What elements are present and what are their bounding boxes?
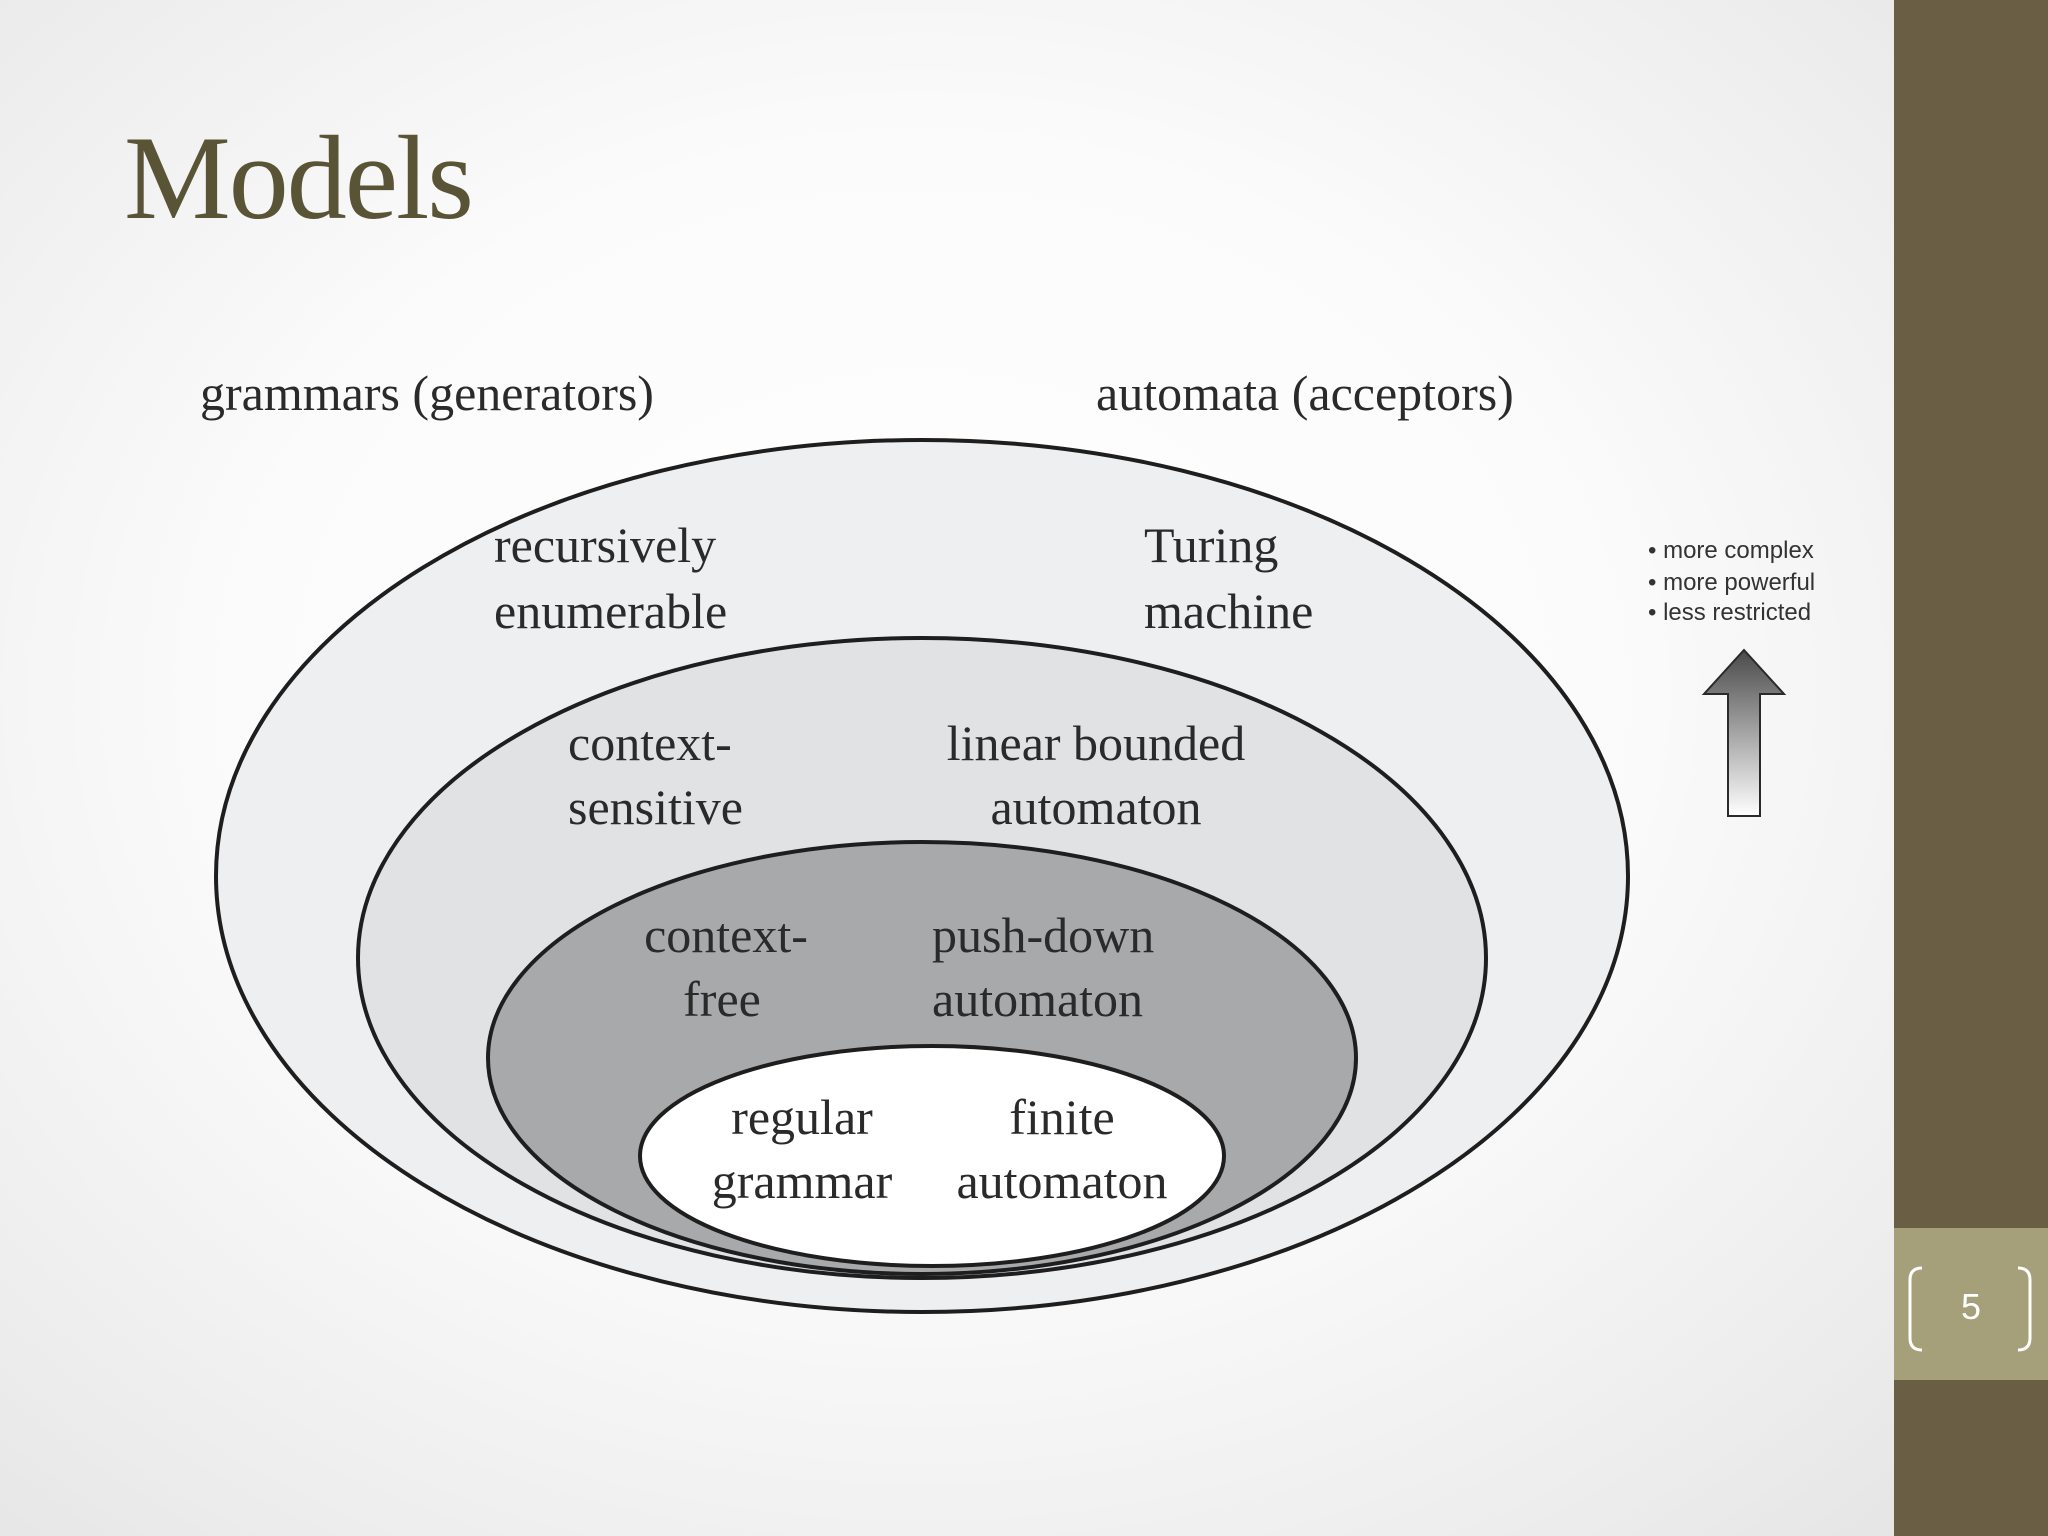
automaton-label-level2-line1: linear bounded bbox=[947, 715, 1246, 771]
grammar-label-level2-line1: context- bbox=[568, 715, 732, 771]
ellipse-regular bbox=[638, 1044, 1226, 1268]
legend-item-more-powerful: • more powerful bbox=[1648, 569, 1815, 596]
grammar-label-level1-line1: recursively bbox=[494, 517, 716, 573]
automaton-label-level2-line2: automaton bbox=[990, 779, 1201, 835]
automaton-label-level4-line1: finite bbox=[1009, 1089, 1115, 1145]
grammar-label-level1-line2: enumerable bbox=[494, 583, 727, 639]
automaton-label-level1-line2: machine bbox=[1144, 583, 1313, 639]
automaton-label-level3-line2: automaton bbox=[932, 971, 1143, 1027]
grammar-label-level3-line1: context- bbox=[644, 907, 808, 963]
automata-header: automata (acceptors) bbox=[1096, 365, 1514, 421]
up-arrow-icon bbox=[1701, 648, 1787, 817]
grammar-label-level4-line1: regular bbox=[731, 1089, 873, 1145]
automaton-label-level3-line1: push-down bbox=[932, 907, 1154, 963]
grammar-label-level2-line2: sensitive bbox=[568, 779, 743, 835]
page-number: 5 bbox=[1960, 1286, 1982, 1327]
automaton-label-level4-line2: automaton bbox=[956, 1153, 1167, 1209]
slide-title: Models bbox=[124, 111, 474, 244]
legend-item-more-complex: • more complex bbox=[1648, 537, 1814, 564]
legend-item-less-restricted: • less restricted bbox=[1648, 599, 1811, 626]
automaton-label-level1-line1: Turing bbox=[1144, 517, 1278, 573]
grammar-label-level3-line2: free bbox=[683, 971, 761, 1027]
page-number-tab bbox=[1894, 1228, 2048, 1380]
grammars-header: grammars (generators) bbox=[200, 365, 654, 421]
grammar-label-level4-line2: grammar bbox=[712, 1153, 893, 1209]
